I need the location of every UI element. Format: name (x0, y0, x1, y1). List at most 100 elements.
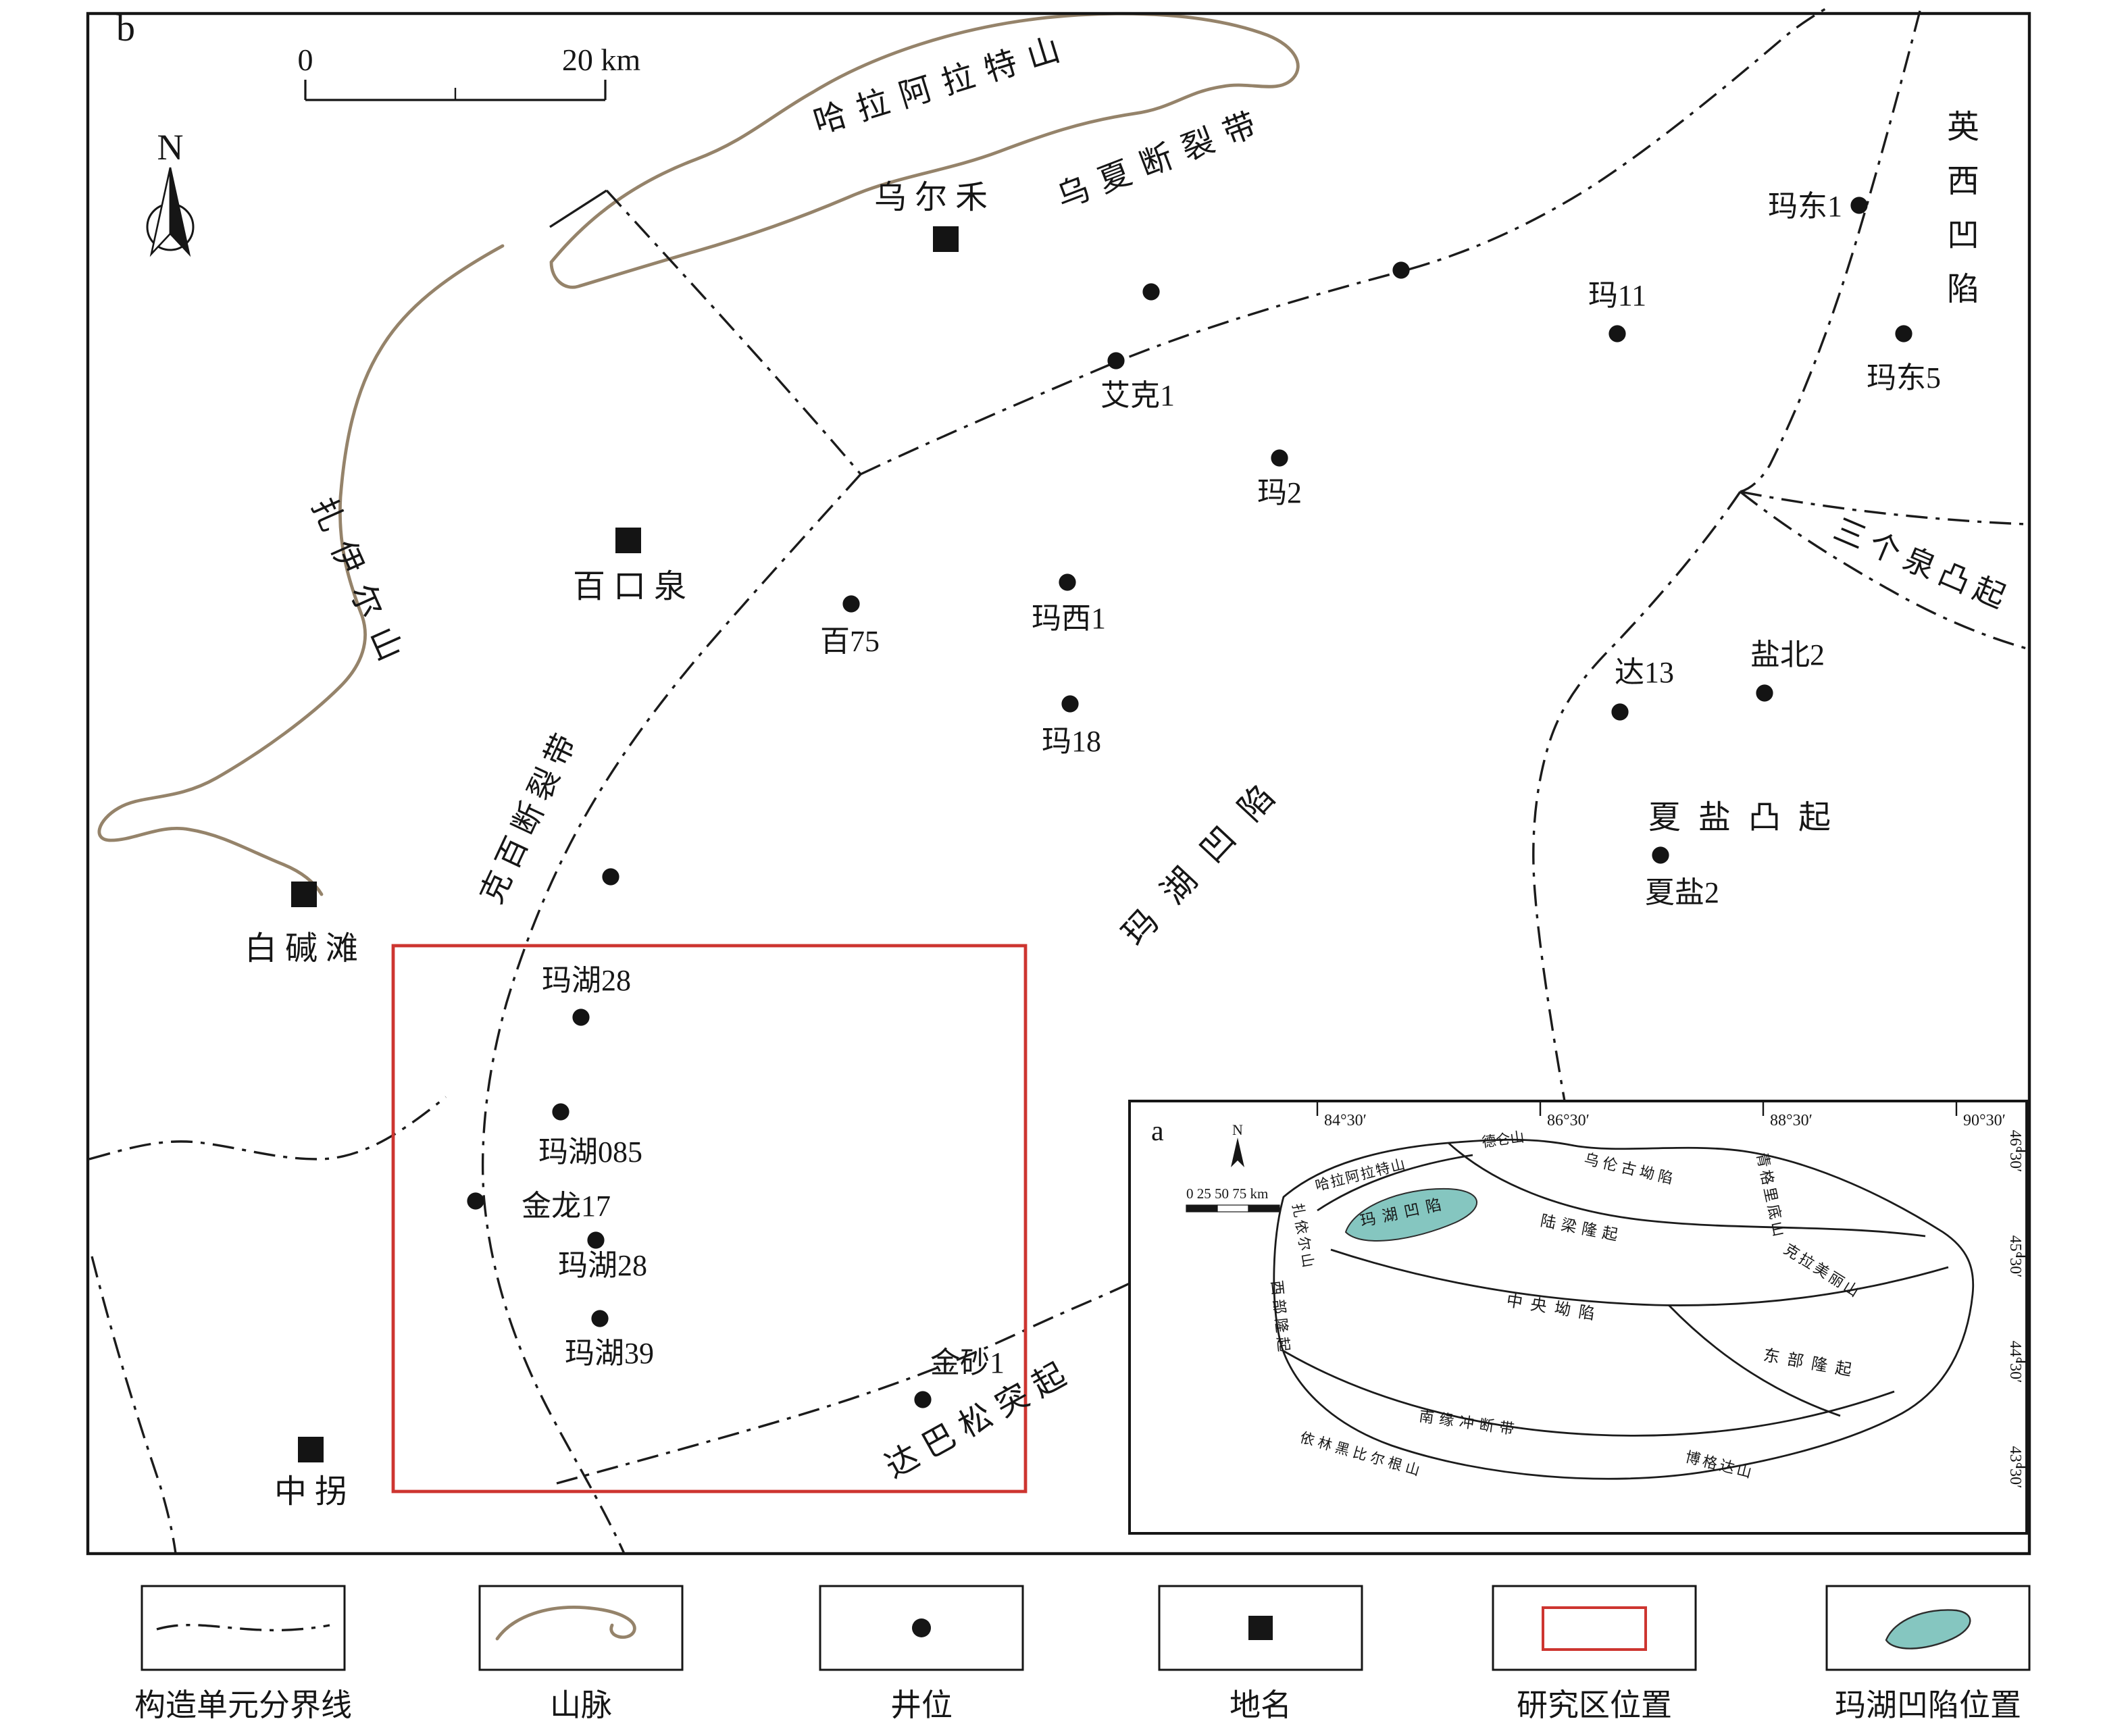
legend-box-study-area (1492, 1585, 1697, 1671)
mountain-halaalate (549, 11, 1300, 289)
scale-bar: 0 20 km (298, 43, 641, 101)
well-dot (1061, 695, 1079, 713)
well-label: 百75 (820, 625, 880, 658)
region-label: 夏盐凸起 (1648, 800, 1848, 836)
well-label: 玛东1 (1768, 190, 1842, 223)
inset-scale-seg1 (1186, 1204, 1218, 1212)
inset-ridge-halaalate (1317, 1154, 1473, 1212)
north-arrow-right (169, 167, 191, 257)
inset-scale-bar: 0 25 50 75 km (1186, 1185, 1280, 1212)
place-square (291, 882, 317, 907)
boundary-west-left (88, 1096, 447, 1160)
well-dot (842, 595, 860, 613)
lat-tick-label: 46°30′ (2006, 1130, 2024, 1173)
legend-label-place: 地名 (1230, 1688, 1292, 1722)
wells-layer: 玛东1 玛11 玛东5 艾克1 玛2 百75 玛西1 玛18 达13 盐北2 夏盐2 玛湖28 玛湖08… (467, 190, 1941, 1408)
inset-north-label: N (1232, 1121, 1243, 1138)
place-square (933, 226, 959, 252)
fault-wuxia-line (860, 7, 1827, 476)
legend-study-area-symbol (1542, 1606, 1647, 1651)
mountain-zhayier (97, 244, 505, 896)
well-label: 玛湖39 (565, 1337, 654, 1370)
place-label: 白碱滩 (245, 931, 366, 967)
boundary-sangequan-lower (1739, 490, 2027, 650)
well-label: 玛11 (1588, 279, 1646, 312)
well-dot (914, 1391, 932, 1408)
well-dot (1392, 261, 1410, 279)
legend-label-mahu: 玛湖凹陷位置 (1835, 1688, 2021, 1722)
legend-place-symbol (1248, 1616, 1273, 1640)
well-label: 盐北2 (1750, 638, 1825, 671)
fault-kebai-line (481, 473, 862, 1554)
inset-scale-seg2 (1217, 1204, 1249, 1212)
well-dot (1059, 573, 1076, 591)
region-label: 英西凹陷 (1947, 109, 1979, 307)
well-dot (591, 1310, 609, 1327)
legend-box-mountain (478, 1585, 684, 1671)
well-label: 玛18 (1042, 725, 1101, 758)
well-dot (1652, 846, 1669, 864)
inset-map: a N 0 25 50 75 km 玛湖凹陷 84°30′86°30′88°30… (1128, 1100, 2028, 1535)
inset-line-east-uplift (1667, 1304, 1841, 1417)
well-label: 玛湖28 (558, 1249, 647, 1282)
well-label: 金龙17 (522, 1190, 611, 1223)
lon-tick-label: 88°30′ (1770, 1112, 1813, 1129)
boundary-southwest (91, 1256, 177, 1554)
well-label: 达13 (1615, 656, 1674, 689)
north-label: N (157, 127, 184, 168)
legend-mahu-symbol (1885, 1609, 1971, 1650)
legend-boundary-symbol (156, 1623, 330, 1632)
mountain-fault-connector (549, 189, 607, 228)
legend: 构造单元分界线 山脉 井位 地名 研究区位置 玛湖凹陷位置 (134, 1585, 2031, 1722)
lat-tick-label: 43°30′ (2006, 1446, 2024, 1489)
lon-tick-label: 86°30′ (1547, 1112, 1590, 1129)
well-label: 艾克1 (1100, 379, 1175, 412)
inset-line-wulungu (1448, 1142, 1926, 1237)
inset-scale-text: 0 25 50 75 km (1186, 1185, 1268, 1202)
well-dot (467, 1192, 484, 1210)
study-area-rectangle (391, 944, 1028, 1494)
well-label: 夏盐2 (1645, 876, 1719, 909)
well-dot (1756, 684, 1773, 702)
well-dot (1142, 283, 1160, 301)
place-square (615, 528, 641, 553)
lon-tick-label: 90°30′ (1963, 1112, 2006, 1129)
legend-label-mountain: 山脉 (550, 1688, 612, 1722)
well-dot (1850, 197, 1868, 214)
inset-mahu-sag-shape (1344, 1188, 1477, 1242)
inset-panel-label: a (1151, 1116, 1164, 1147)
scale-max-label: 20 km (562, 43, 641, 77)
inset-line-nanyuan (1283, 1350, 1895, 1437)
inset-line-luliang (1330, 1248, 1949, 1306)
map-frame (86, 11, 2031, 1556)
well-dot (1611, 703, 1629, 721)
legend-label-study-area: 研究区位置 (1517, 1688, 1672, 1722)
well-dot (587, 1231, 605, 1249)
scale-zero-label: 0 (298, 43, 313, 77)
place-square (298, 1437, 324, 1462)
legend-label-well: 井位 (890, 1688, 953, 1722)
well-label: 金砂1 (930, 1346, 1005, 1379)
well-dot (1895, 325, 1912, 342)
legend-mountain-symbol (495, 1606, 636, 1641)
well-label: 玛2 (1257, 476, 1302, 509)
well-dot (572, 1009, 590, 1026)
well-label: 玛东5 (1867, 361, 1941, 394)
legend-well-symbol (912, 1618, 931, 1637)
inset-north-arrow-shape (1231, 1138, 1244, 1167)
inset-scale-seg3 (1248, 1204, 1280, 1212)
legend-label-boundary: 构造单元分界线 (134, 1688, 352, 1722)
lon-tick-label: 84°30′ (1324, 1112, 1367, 1129)
inset-north-arrow: N (1231, 1121, 1244, 1167)
well-label: 玛西1 (1032, 602, 1106, 635)
inset-lat-ticks: 46°30′45°30′44°30′43°30′ (2006, 1130, 2027, 1489)
north-arrow: N (146, 127, 195, 257)
lat-tick-label: 44°30′ (2006, 1341, 2024, 1383)
well-dot (1107, 352, 1125, 369)
boundary-northwest (605, 189, 862, 476)
inset-frame (1128, 1100, 2028, 1535)
well-label: 玛湖085 (538, 1135, 642, 1169)
boundary-sangequan-upper (1740, 490, 2027, 526)
